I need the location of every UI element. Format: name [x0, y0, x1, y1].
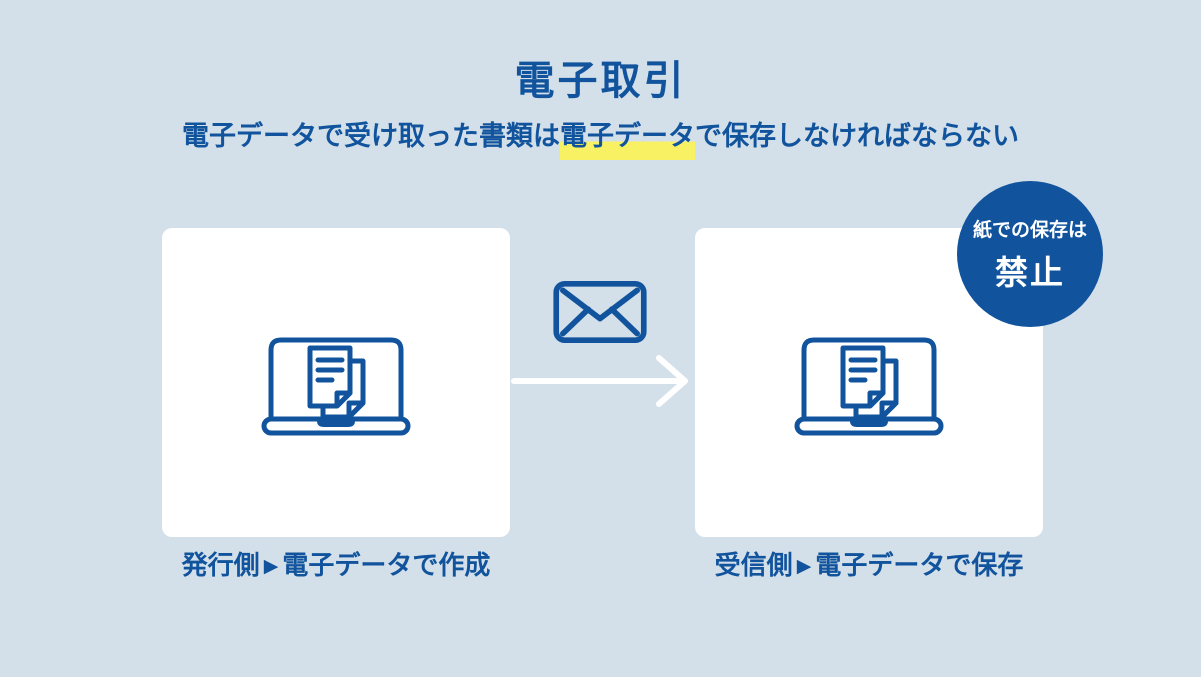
subtitle-prefix: 電子データで受け取った書類は: [182, 121, 560, 152]
receiver-side-label: 受信側: [714, 551, 793, 581]
envelope-icon: [553, 280, 647, 344]
laptop-documents-icon: [261, 337, 411, 435]
arrow-right-icon: [511, 355, 688, 407]
page-title: 電子取引: [514, 58, 687, 104]
receiver-label: 受信側▶電子データで保存: [695, 545, 1043, 582]
receiver-action-label: 電子データで保存: [815, 551, 1024, 581]
triangle-right-icon: ▶: [796, 555, 812, 577]
sender-label: 発行側▶電子データで作成: [162, 545, 510, 582]
arrow-right-icon-wrap: [506, 352, 696, 410]
sender-action-label: 電子データで作成: [282, 551, 491, 581]
laptop-documents-icon: [794, 337, 944, 435]
prohibition-circle-badge: 紙での保存は 禁止: [957, 181, 1103, 327]
subtitle: 電子データで受け取った書類は電子データで保存しなければならない: [0, 114, 1201, 160]
sender-card: [162, 228, 510, 537]
badge-line1: 紙での保存は: [972, 218, 1087, 241]
badge-line2: 禁止: [995, 252, 1065, 292]
envelope-icon-wrap: [552, 280, 648, 344]
subtitle-highlighted-phrase: 電子データ: [560, 121, 695, 160]
sender-side-label: 発行側: [181, 551, 260, 581]
subtitle-suffix: で保存しなければならない: [695, 121, 1019, 152]
triangle-right-icon: ▶: [263, 555, 279, 577]
